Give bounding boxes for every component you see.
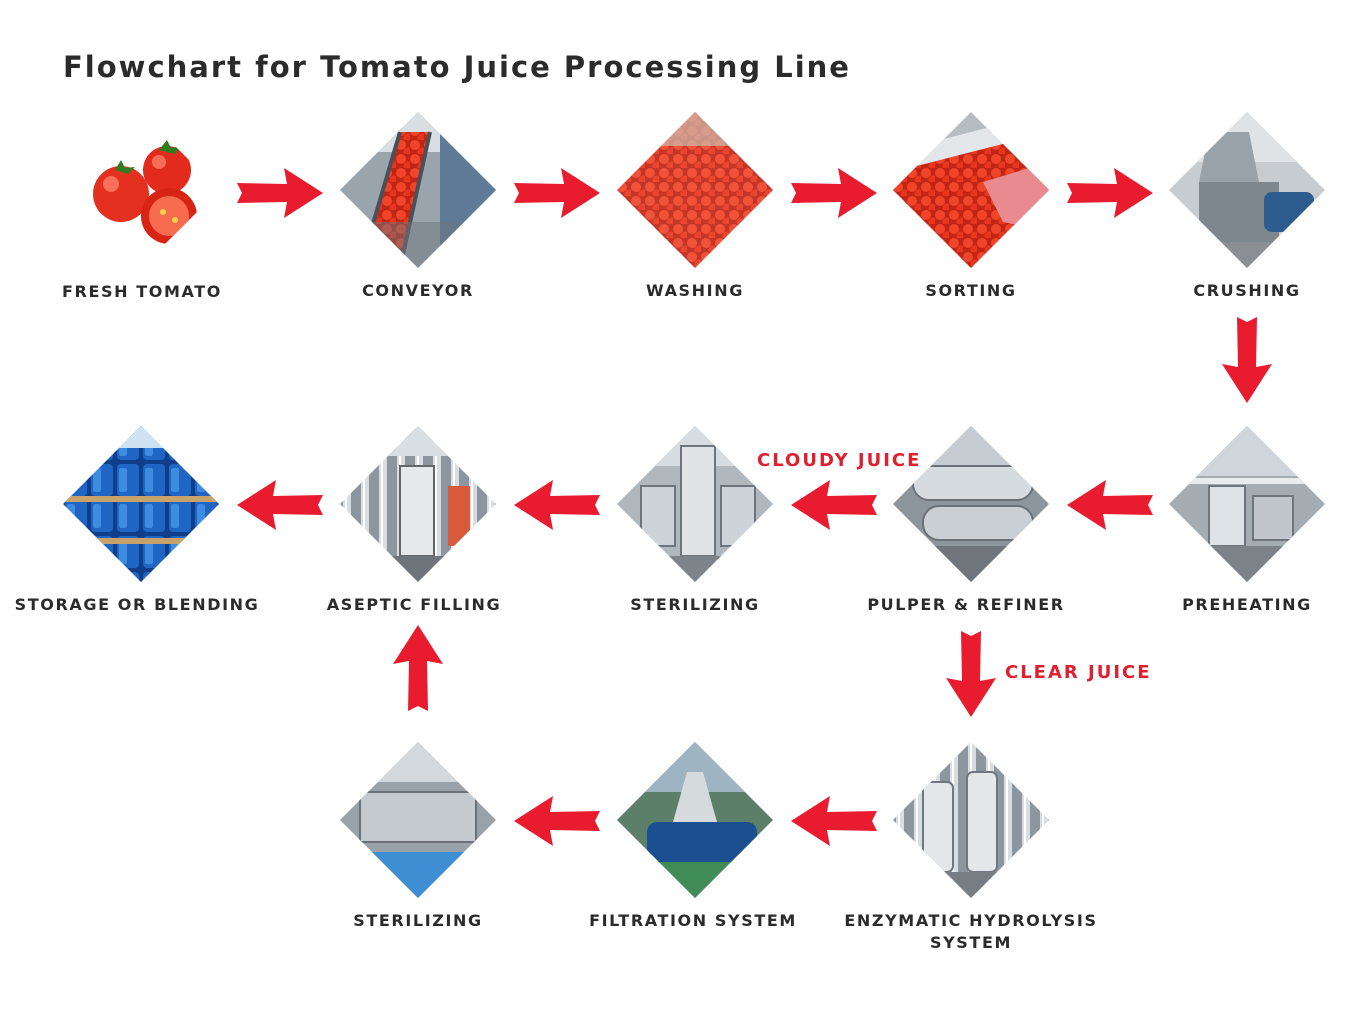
arrow-right: [514, 167, 600, 219]
step-sterilizing-clear-label: STERILIZING: [353, 911, 483, 930]
arrow-left: [514, 795, 600, 847]
step-enzymatic-label-line1: ENZYMATIC HYDROLYSIS: [844, 911, 1098, 930]
aseptic-filling-image: [340, 426, 496, 582]
arrow-left: [1067, 479, 1153, 531]
arrow-left: [514, 479, 600, 531]
arrow-down: [1221, 317, 1273, 403]
conveyor-image: [340, 112, 496, 268]
sterilizing-image: [617, 426, 773, 582]
clear-juice-label: CLEAR JUICE: [1005, 662, 1152, 683]
arrow-right: [1067, 167, 1153, 219]
step-crushing-label: CRUSHING: [1193, 281, 1301, 300]
arrow-up: [392, 625, 444, 711]
storage-barrels-image: [63, 426, 219, 582]
step-fresh-tomato-label: FRESH TOMATO: [62, 282, 222, 301]
pulper-refiner-image: [893, 426, 1049, 582]
step-aseptic-filling-label: ASEPTIC FILLING: [326, 595, 502, 614]
arrow-right: [237, 167, 323, 219]
step-sterilizing-label: STERILIZING: [630, 595, 760, 614]
step-storage-blending-label: STORAGE OR BLENDING: [14, 595, 260, 614]
crushing-image: [1169, 112, 1325, 268]
step-conveyor-label: CONVEYOR: [362, 281, 474, 300]
arrow-down: [945, 631, 997, 717]
washing-image: [617, 112, 773, 268]
step-filtration-label: FILTRATION SYSTEM: [589, 911, 797, 930]
arrow-right: [791, 167, 877, 219]
arrow-left: [237, 479, 323, 531]
cloudy-juice-label: CLOUDY JUICE: [757, 450, 922, 471]
page-title: Flowchart for Tomato Juice Processing Li…: [63, 50, 851, 84]
step-sorting-label: SORTING: [925, 281, 1017, 300]
step-enzymatic-label-line2: SYSTEM: [930, 933, 1012, 952]
filtration-system-image: [617, 742, 773, 898]
fresh-tomato-image: [63, 112, 219, 268]
step-preheating-label: PREHEATING: [1182, 595, 1312, 614]
preheating-image: [1169, 426, 1325, 582]
sterilizing-clear-image: [340, 742, 496, 898]
step-pulper-refiner-label: PULPER & REFINER: [867, 595, 1065, 614]
arrow-left: [791, 795, 877, 847]
step-washing-label: WASHING: [646, 281, 744, 300]
sorting-image: [893, 112, 1049, 268]
arrow-left: [791, 479, 877, 531]
enzymatic-hydrolysis-image: [893, 742, 1049, 898]
